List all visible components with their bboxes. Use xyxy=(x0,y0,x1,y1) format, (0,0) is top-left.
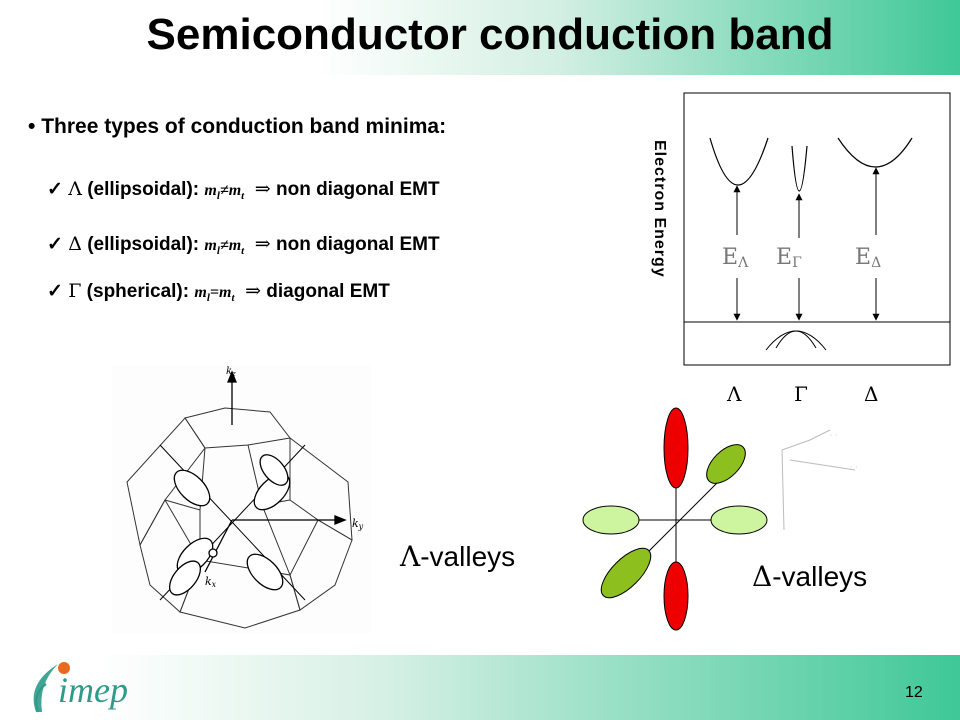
lambda-valley-upper xyxy=(706,444,746,484)
page-title: Semiconductor conduction band xyxy=(146,10,834,59)
diagram-frame xyxy=(683,92,951,366)
delta-valley-right xyxy=(710,505,768,535)
svg-text:imep: imep xyxy=(58,670,128,710)
lambda-cone xyxy=(259,454,289,486)
valley-label-lambda: Λ xyxy=(726,382,742,406)
lambda-valley-lower xyxy=(600,547,652,599)
item-kind: (ellipsoidal): xyxy=(87,234,200,255)
valley-label-delta: Δ xyxy=(864,382,878,406)
lambda-cone xyxy=(173,469,211,507)
footer-band xyxy=(0,655,960,720)
implies-icon: ⇒ xyxy=(254,178,271,200)
axis-label-electron-energy: Electron Energy xyxy=(651,140,668,278)
check-icon: ✓ xyxy=(47,234,63,255)
implies-icon: ⇒ xyxy=(254,233,271,255)
item-result: diagonal EMT xyxy=(266,281,390,302)
item-result: non diagonal EMT xyxy=(275,179,440,200)
page-number: 12 xyxy=(905,684,923,701)
faint-sketch: · · · · xyxy=(781,429,858,531)
item-symbol: Δ xyxy=(68,233,82,255)
delta-valleys-label: Δ-valleys xyxy=(752,560,868,593)
lambda-conduction-valley xyxy=(709,137,769,186)
lambda-cone xyxy=(168,560,202,596)
minima-item-lambda: ✓ Λ (ellipsoidal): ml≠mt ⇒ non diagonal … xyxy=(47,178,440,202)
item-result: non diagonal EMT xyxy=(275,234,440,255)
minima-item-gamma: ✓ Γ (spherical): ml=mt ⇒ diagonal EMT xyxy=(47,280,390,304)
ky-label: ky xyxy=(352,517,364,531)
delta-valley-bottom xyxy=(663,561,689,631)
valley-label-gamma: Γ xyxy=(794,382,808,406)
bullet-dot: • xyxy=(28,115,36,138)
mass-relation: ml=mt xyxy=(194,284,235,305)
title-band xyxy=(0,0,960,75)
item-kind: (spherical): xyxy=(86,281,190,302)
lambda-valleys-label: Λ-valleys xyxy=(400,540,516,573)
svg-text:· ·: · · xyxy=(830,431,838,440)
delta-conduction-valley xyxy=(837,137,913,168)
gap-label-lambda: EΛ xyxy=(722,245,749,271)
mass-relation: ml≠mt xyxy=(204,182,245,203)
gap-label-gamma: EΓ xyxy=(776,245,802,271)
mass-relation: ml≠mt xyxy=(204,237,245,258)
delta-valley-top xyxy=(663,407,689,489)
kx-axis xyxy=(204,519,233,573)
implies-icon: ⇒ xyxy=(245,280,262,302)
check-icon: ✓ xyxy=(47,281,63,302)
item-symbol: Γ xyxy=(68,280,82,302)
check-icon: ✓ xyxy=(47,179,63,200)
gamma-conduction-valley xyxy=(791,145,808,192)
valence-band-light xyxy=(775,330,817,349)
delta-valley-left xyxy=(582,505,640,535)
item-symbol: Λ xyxy=(68,178,82,200)
item-kind: (ellipsoidal): xyxy=(87,179,200,200)
intro-bullet: • Three types of conduction band minima: xyxy=(28,115,446,139)
gap-label-delta: EΔ xyxy=(855,245,881,271)
minima-item-delta: ✓ Δ (ellipsoidal): ml≠mt ⇒ non diagonal … xyxy=(47,233,440,257)
intro-text: Three types of conduction band minima: xyxy=(41,115,447,138)
lambda-cone xyxy=(246,553,284,591)
kz-label: kz xyxy=(226,366,236,378)
imep-logo: imep xyxy=(33,662,128,713)
svg-text:· ·: · · xyxy=(850,463,858,472)
kx-label: kx xyxy=(205,575,217,589)
